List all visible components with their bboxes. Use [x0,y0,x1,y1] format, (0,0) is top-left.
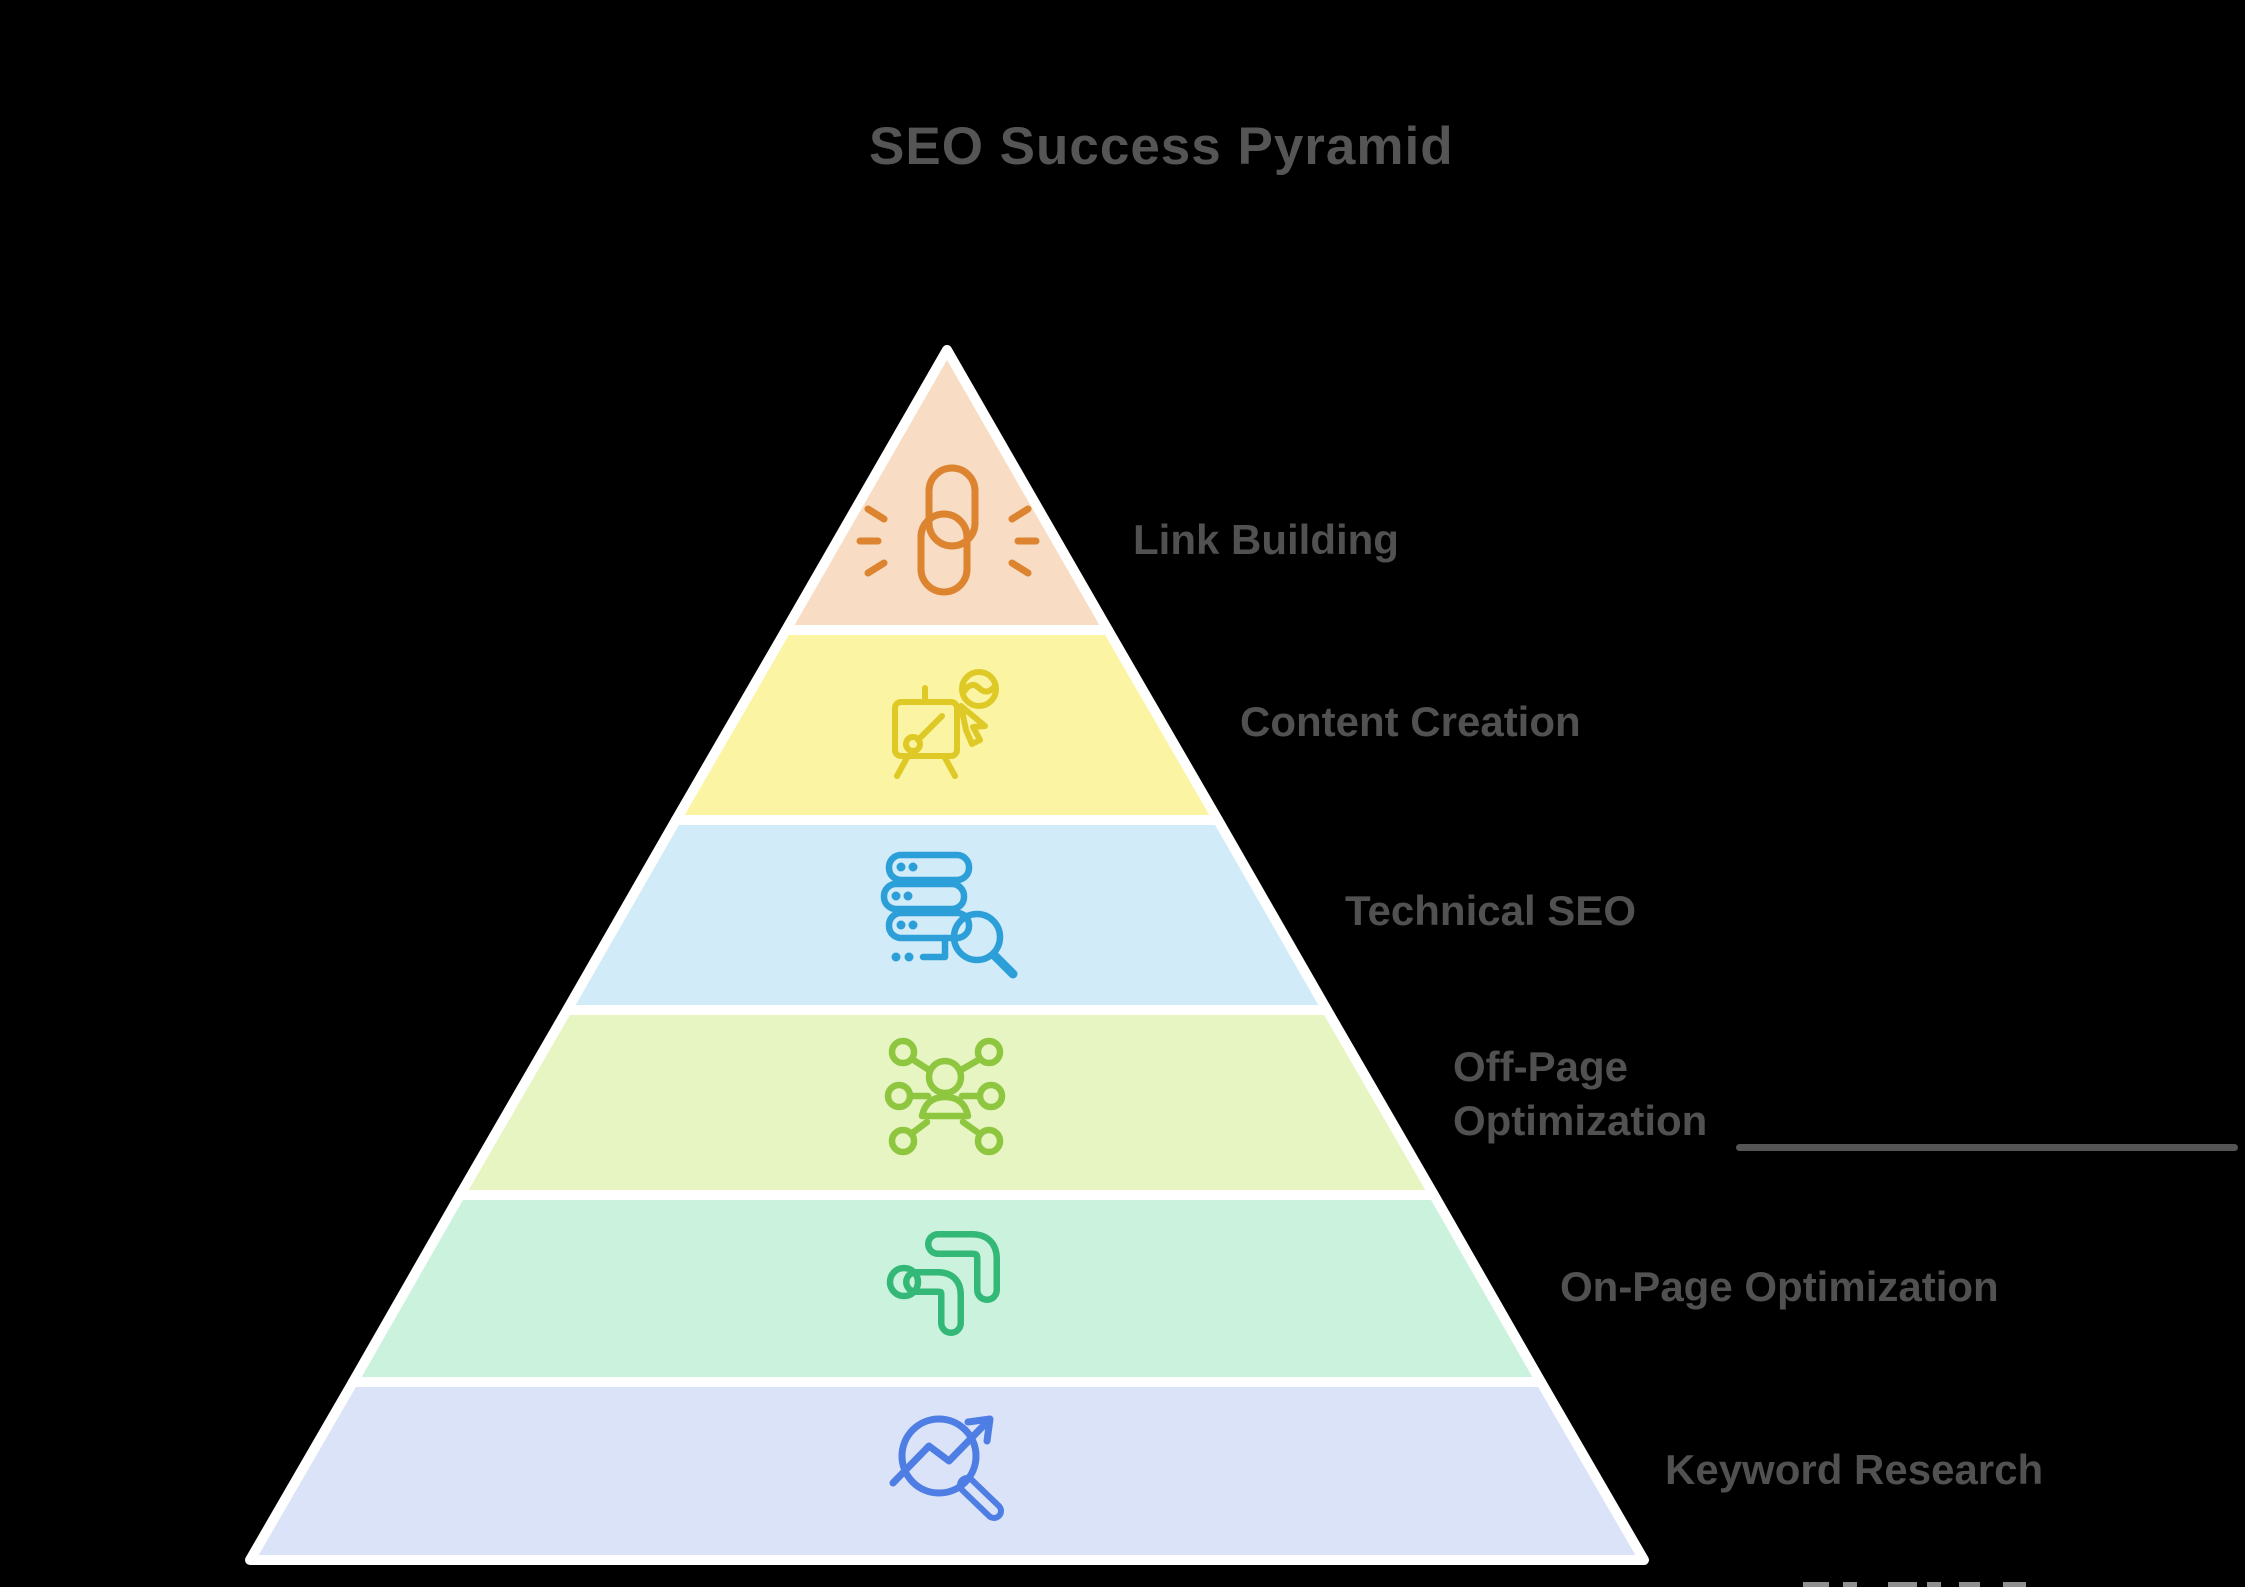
trend-magnifier-icon [889,1415,1004,1521]
leader-line [1736,1144,2238,1151]
corner-arrows-icon [886,1231,1000,1336]
network-people-icon [884,1037,1006,1156]
watermark-cutoff [1803,1582,1829,1587]
label-off-page-optimization: Off-Page Optimization [1453,1043,1708,1144]
label-content-creation: Content Creation [1240,698,1581,745]
watermark-cutoff [1843,1582,1857,1587]
band-off-page-optimization [455,1005,1439,1200]
watermark-cutoff [1927,1582,1941,1587]
watermark-cutoff [1888,1582,1917,1587]
server-search-icon [880,851,1018,979]
label-link-building: Link Building [1133,516,1399,563]
page-title: SEO Success Pyramid [869,117,1454,176]
band-link-building [781,345,1113,635]
label-keyword-research: Keyword Research [1665,1446,2044,1493]
watermark-cutoff [1959,1582,1980,1587]
band-keyword-research [245,1377,1649,1565]
band-content-creation [671,625,1223,825]
content-creation-icon [892,669,999,779]
chain-link-icon [856,464,1040,596]
watermark-cutoff [2003,1582,2026,1587]
label-technical-seo: Technical SEO [1345,887,1636,934]
label-on-page-optimization: On-Page Optimization [1560,1263,1999,1310]
